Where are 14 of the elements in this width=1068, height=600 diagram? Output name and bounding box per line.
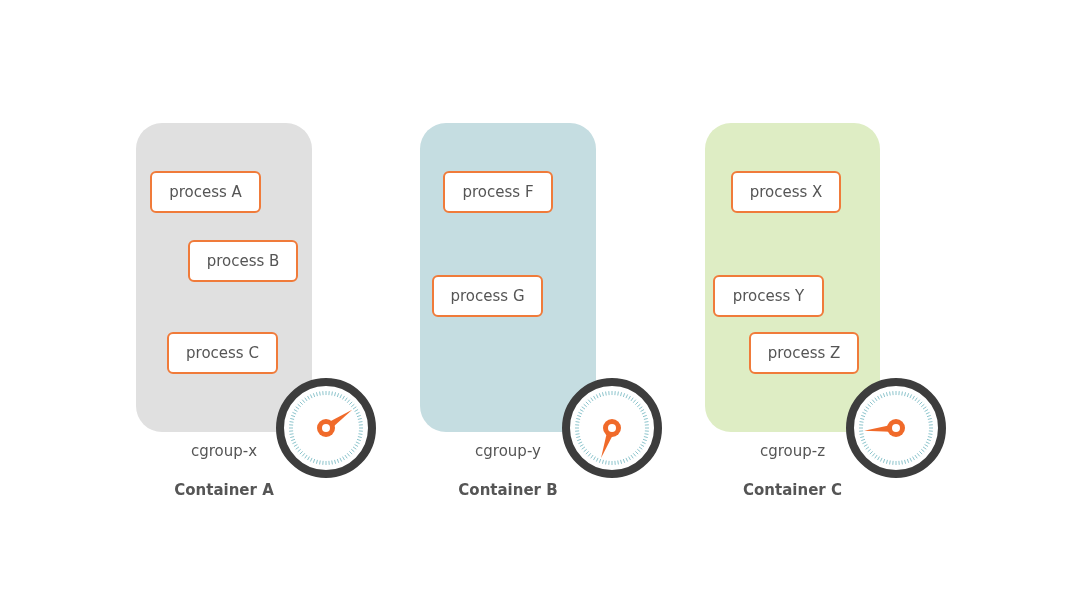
process-box: process F xyxy=(443,171,553,213)
process-box: process C xyxy=(167,332,278,374)
process-box: process B xyxy=(188,240,298,282)
cgroup-label: cgroup-z xyxy=(758,442,827,460)
cgroup-label: cgroup-x xyxy=(189,442,259,460)
process-box: process X xyxy=(731,171,841,213)
container-title: Container C xyxy=(742,481,843,499)
container-title: Container B xyxy=(457,481,559,499)
cgroup-label: cgroup-y xyxy=(474,442,542,460)
process-box: process A xyxy=(150,171,261,213)
container-title: Container A xyxy=(173,481,275,499)
process-box: process G xyxy=(432,275,543,317)
process-box: process Z xyxy=(749,332,859,374)
process-box: process Y xyxy=(713,275,824,317)
